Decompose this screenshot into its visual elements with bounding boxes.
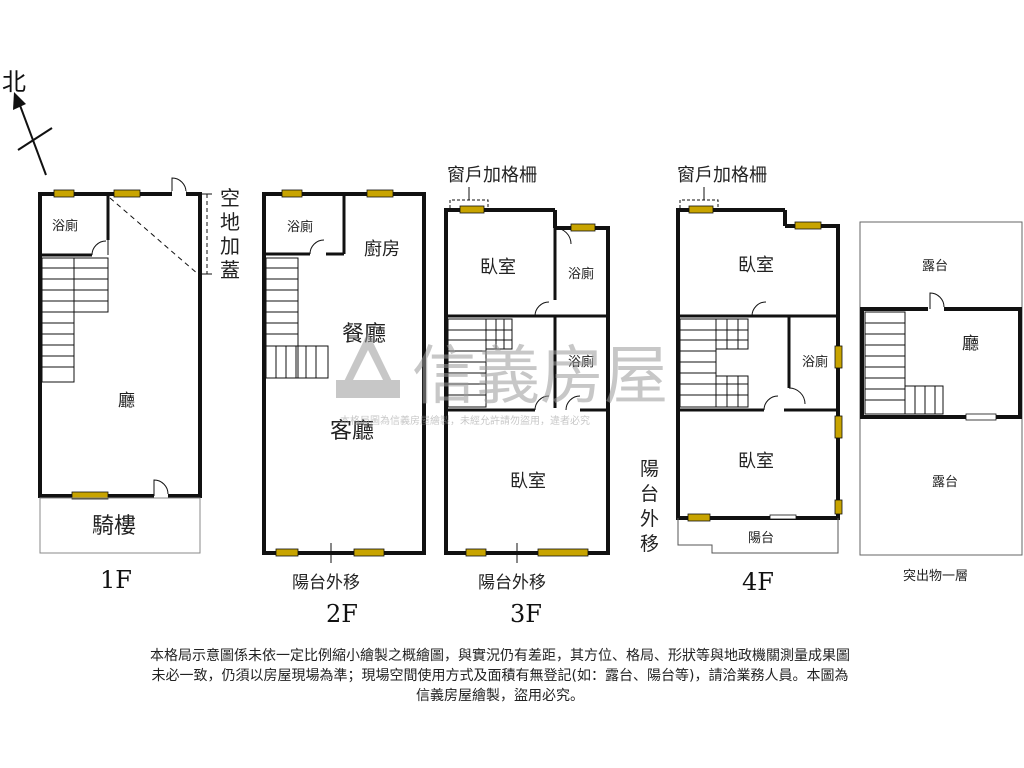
floor-2f: 浴廁 廚房 餐廳 客廳 陽台外移 2F [262,189,426,628]
floor-caption-roof: 突出物一層 [903,568,968,584]
room-label-bedroom-2: 臥室 [510,471,546,492]
room-label-bath-1: 浴廁 [568,266,594,282]
north-arrow: 北 [2,68,53,176]
watermark-notice: 本格局圖為信義房屋繪製，未經允許請勿盜用，違者必究 [340,414,590,427]
window-grille-note: 窗戶加格柵 [447,165,537,186]
side-note-char-4: 移 [640,533,659,555]
room-label-bedroom-1: 臥室 [738,255,774,276]
floor-1f: 浴廁 廳 騎樓 空 地 加 蓋 1F [38,177,240,594]
room-label-bath-2: 浴廁 [568,354,594,370]
room-label-hall: 廳 [962,334,979,354]
side-note-char-4: 蓋 [220,258,240,282]
room-label-terrace-2: 露台 [932,475,958,490]
disclaimer-text: 本格局示意圖係未依一定比例縮小繪製之概繪圖，與實況仍有差距，其方位、格局、形狀等… [150,648,850,704]
side-note-char-1: 空 [220,186,240,210]
side-note-char-3: 加 [220,234,240,258]
room-label-living: 客廳 [330,419,374,444]
room-label-arcade: 騎樓 [92,514,136,539]
room-label-balcony: 陽台 [748,531,774,546]
north-label: 北 [2,68,26,96]
floor-4f: 窗戶加格柵 臥室 浴廁 臥室 陽台 陽 台 外 移 4F [640,165,843,596]
balcony-note: 陽台外移 [478,573,546,593]
room-label-bath: 浴廁 [287,219,313,235]
balcony-note: 陽台外移 [292,573,360,593]
watermark: 信義房屋 本格局圖為信義房屋繪製，未經允許請勿盜用，違者必究 [336,332,668,427]
room-label-terrace-1: 露台 [922,259,948,274]
floor-roof: 露台 廳 露台 突出物一層 [859,221,1023,584]
floor-caption-3f: 3F [510,600,542,628]
room-label-bath: 浴廁 [52,218,78,234]
room-label-hall: 廳 [118,391,135,411]
side-note-char-2: 地 [220,210,240,234]
side-note-char-2: 台 [640,483,659,505]
room-label-bedroom-2: 臥室 [738,451,774,472]
side-note-char-1: 陽 [640,458,659,480]
floor-3f: 窗戶加格柵 臥室 浴廁 浴廁 臥室 陽台外移 3F [444,165,610,628]
floor-caption-2f: 2F [326,600,358,628]
room-label-bedroom-1: 臥室 [480,257,516,278]
room-label-bath: 浴廁 [802,354,828,370]
side-note-char-3: 外 [640,508,659,530]
brand-logo-icon [336,332,400,398]
window-grille-note: 窗戶加格柵 [677,165,767,186]
watermark-brand: 信義房屋 [412,340,668,414]
floor-caption-4f: 4F [742,568,774,596]
floor-caption-1f: 1F [100,566,132,594]
room-label-kitchen: 廚房 [364,238,400,260]
